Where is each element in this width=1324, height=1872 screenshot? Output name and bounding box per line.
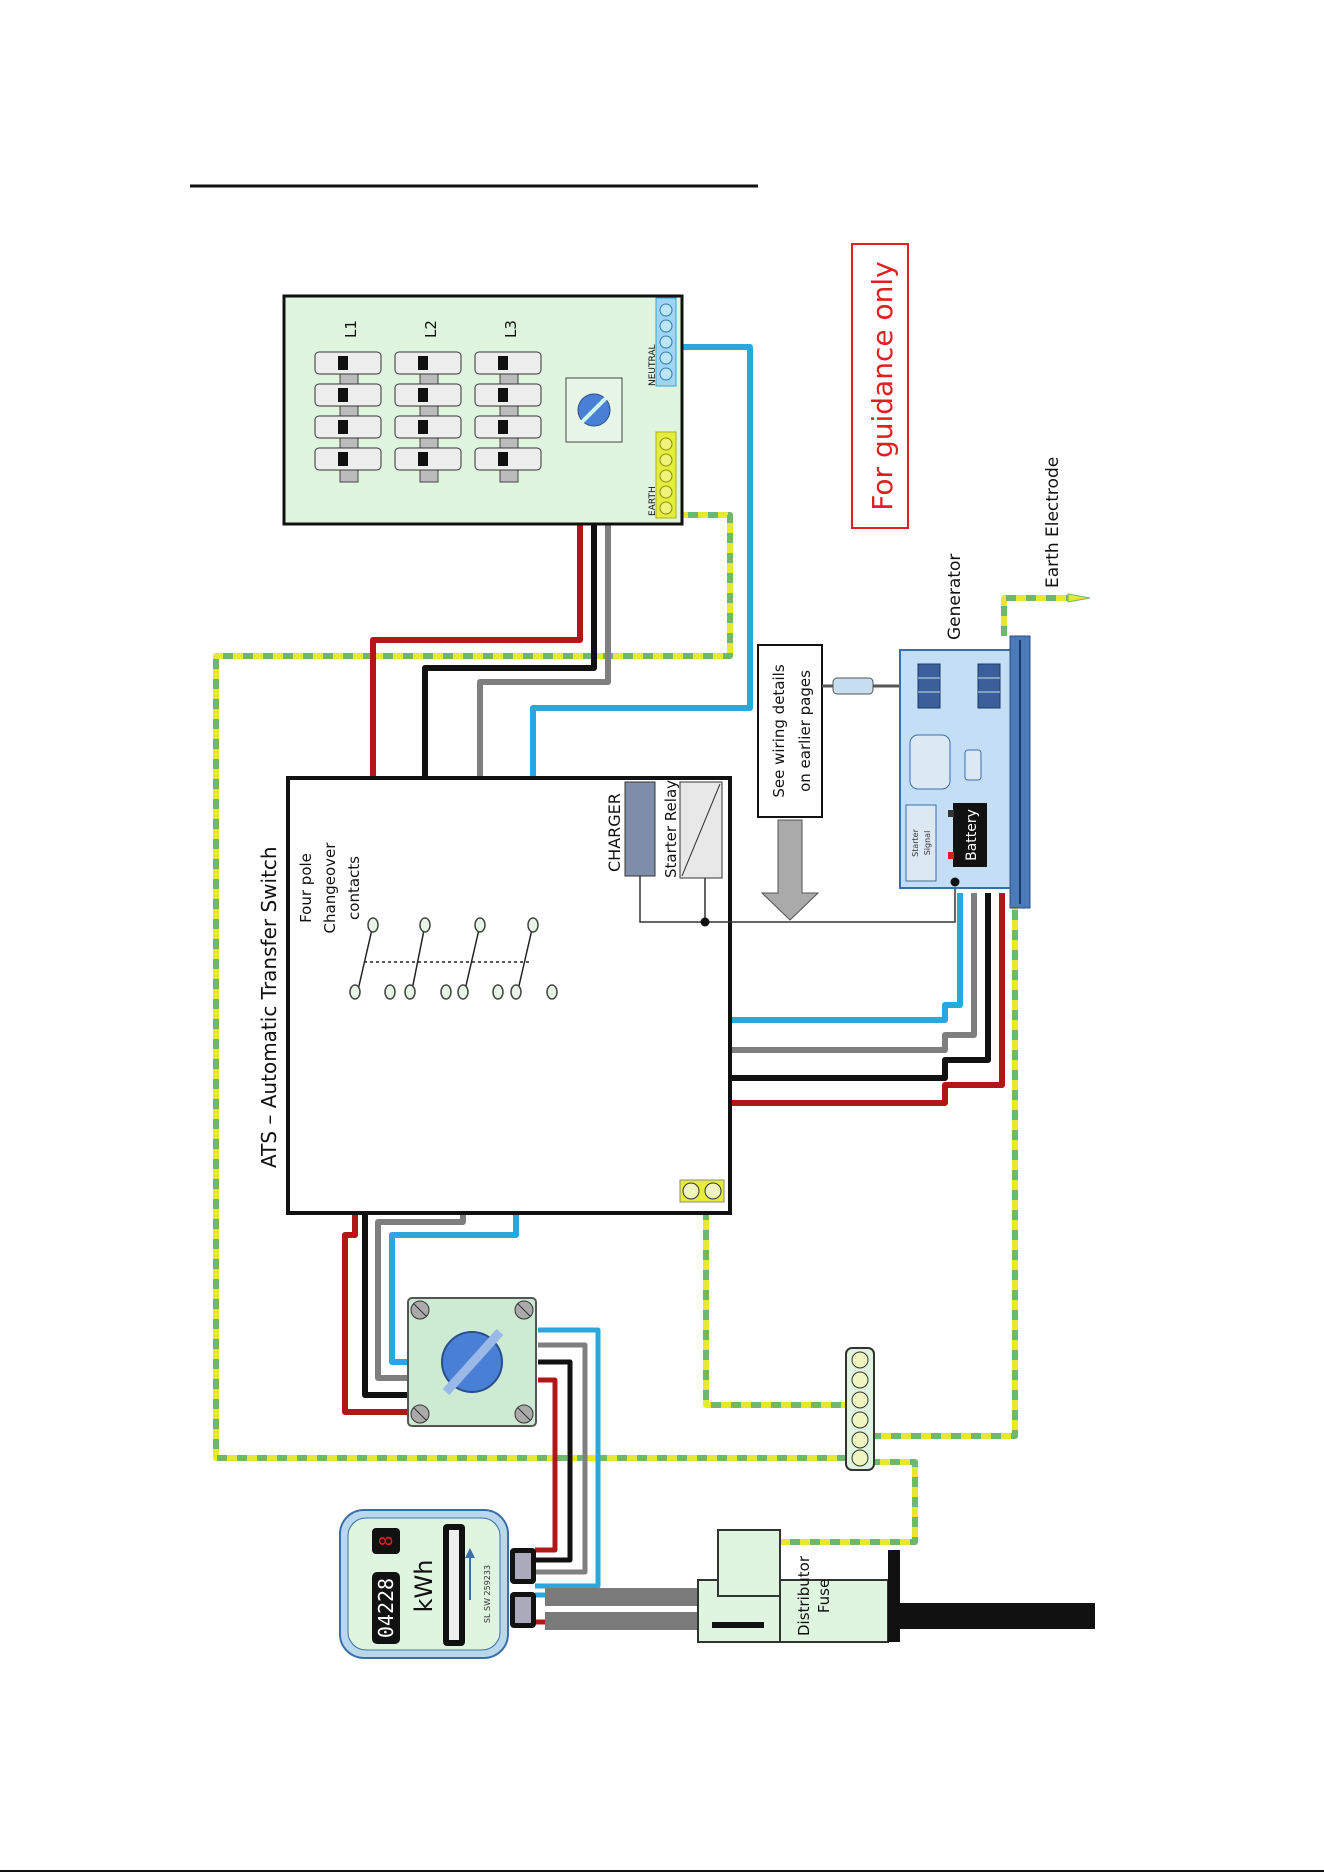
- battery-junction: [951, 878, 960, 887]
- earth-wire-fuse: [780, 1462, 915, 1542]
- supply-cable: [890, 1603, 1095, 1629]
- supply-isolator: [408, 1298, 536, 1426]
- generator-label: Generator: [945, 554, 965, 640]
- meter-digit: 8: [376, 1536, 397, 1547]
- ats-enclosure: ATS – Automatic Transfer Switch Four pol…: [257, 778, 955, 1213]
- starter-signal-line-2: Signal: [923, 831, 932, 856]
- generator-gauge: [965, 750, 981, 780]
- wire-meter-brown: [535, 1380, 555, 1550]
- neutral-bar: [656, 298, 676, 386]
- charger-label: CHARGER: [605, 793, 624, 872]
- charger: [625, 782, 655, 876]
- breaker-row-l2: [395, 352, 461, 482]
- starter-relay: [680, 782, 722, 878]
- earth-bar: [656, 432, 676, 518]
- cu-label-l1: L1: [342, 320, 360, 338]
- contacts-label-line-3: contacts: [345, 856, 363, 920]
- earth-wire-electrode: [1004, 598, 1070, 636]
- main-earth-terminal: [846, 1348, 874, 1470]
- generator-panel: [910, 735, 950, 789]
- battery-label: Battery: [964, 809, 980, 861]
- earth-wire-generator: [858, 890, 1015, 1436]
- meter-serial: SL SW 259233: [483, 1565, 492, 1623]
- guidance-watermark: For guidance only: [852, 244, 908, 528]
- breaker-row-l1: [315, 352, 381, 482]
- contacts-label-line-2: Changeover: [321, 842, 339, 934]
- relay-label: Starter Relay: [662, 780, 680, 878]
- note-arrow: [762, 820, 818, 920]
- fuse-label-line-1: Distributor: [795, 1555, 813, 1636]
- service-tail-bottom: [545, 1612, 700, 1630]
- watermark-text: For guidance only: [866, 261, 899, 510]
- earth-wire-ats: [706, 1190, 858, 1405]
- meter-unit: kWh: [410, 1560, 438, 1613]
- service-tail-top: [545, 1588, 700, 1606]
- starter-signal-line-1: Starter: [911, 828, 920, 856]
- generator: Starter Signal Battery: [900, 636, 1030, 908]
- note-line-1: See wiring details: [770, 664, 788, 797]
- control-junction: [701, 918, 710, 927]
- cu-label-l2: L2: [422, 320, 440, 338]
- electricity-meter: [340, 1510, 536, 1658]
- wiring-note: See wiring details on earlier pages: [758, 645, 822, 817]
- earth-electrode-label: Earth Electrode: [1043, 457, 1063, 588]
- ats-earth-terminal: [680, 1180, 724, 1202]
- cu-main-switch: [566, 378, 622, 442]
- meter-reading: 04228: [374, 1578, 398, 1638]
- earth-label: EARTH: [648, 486, 658, 516]
- breaker-row-l3: [475, 352, 541, 482]
- ats-title: ATS – Automatic Transfer Switch: [257, 846, 281, 1168]
- earth-electrode: [1068, 594, 1090, 602]
- fuse-label-line-2: Fuse: [815, 1579, 833, 1613]
- note-line-2: on earlier pages: [796, 670, 814, 792]
- neutral-label: NEUTRAL: [648, 344, 658, 386]
- cu-label-l3: L3: [502, 320, 520, 338]
- consumer-unit: L1 L2 L3 NEUTRAL EARTH: [284, 296, 682, 524]
- note-connector: [822, 678, 900, 694]
- contacts-label-line-1: Four pole: [297, 853, 315, 923]
